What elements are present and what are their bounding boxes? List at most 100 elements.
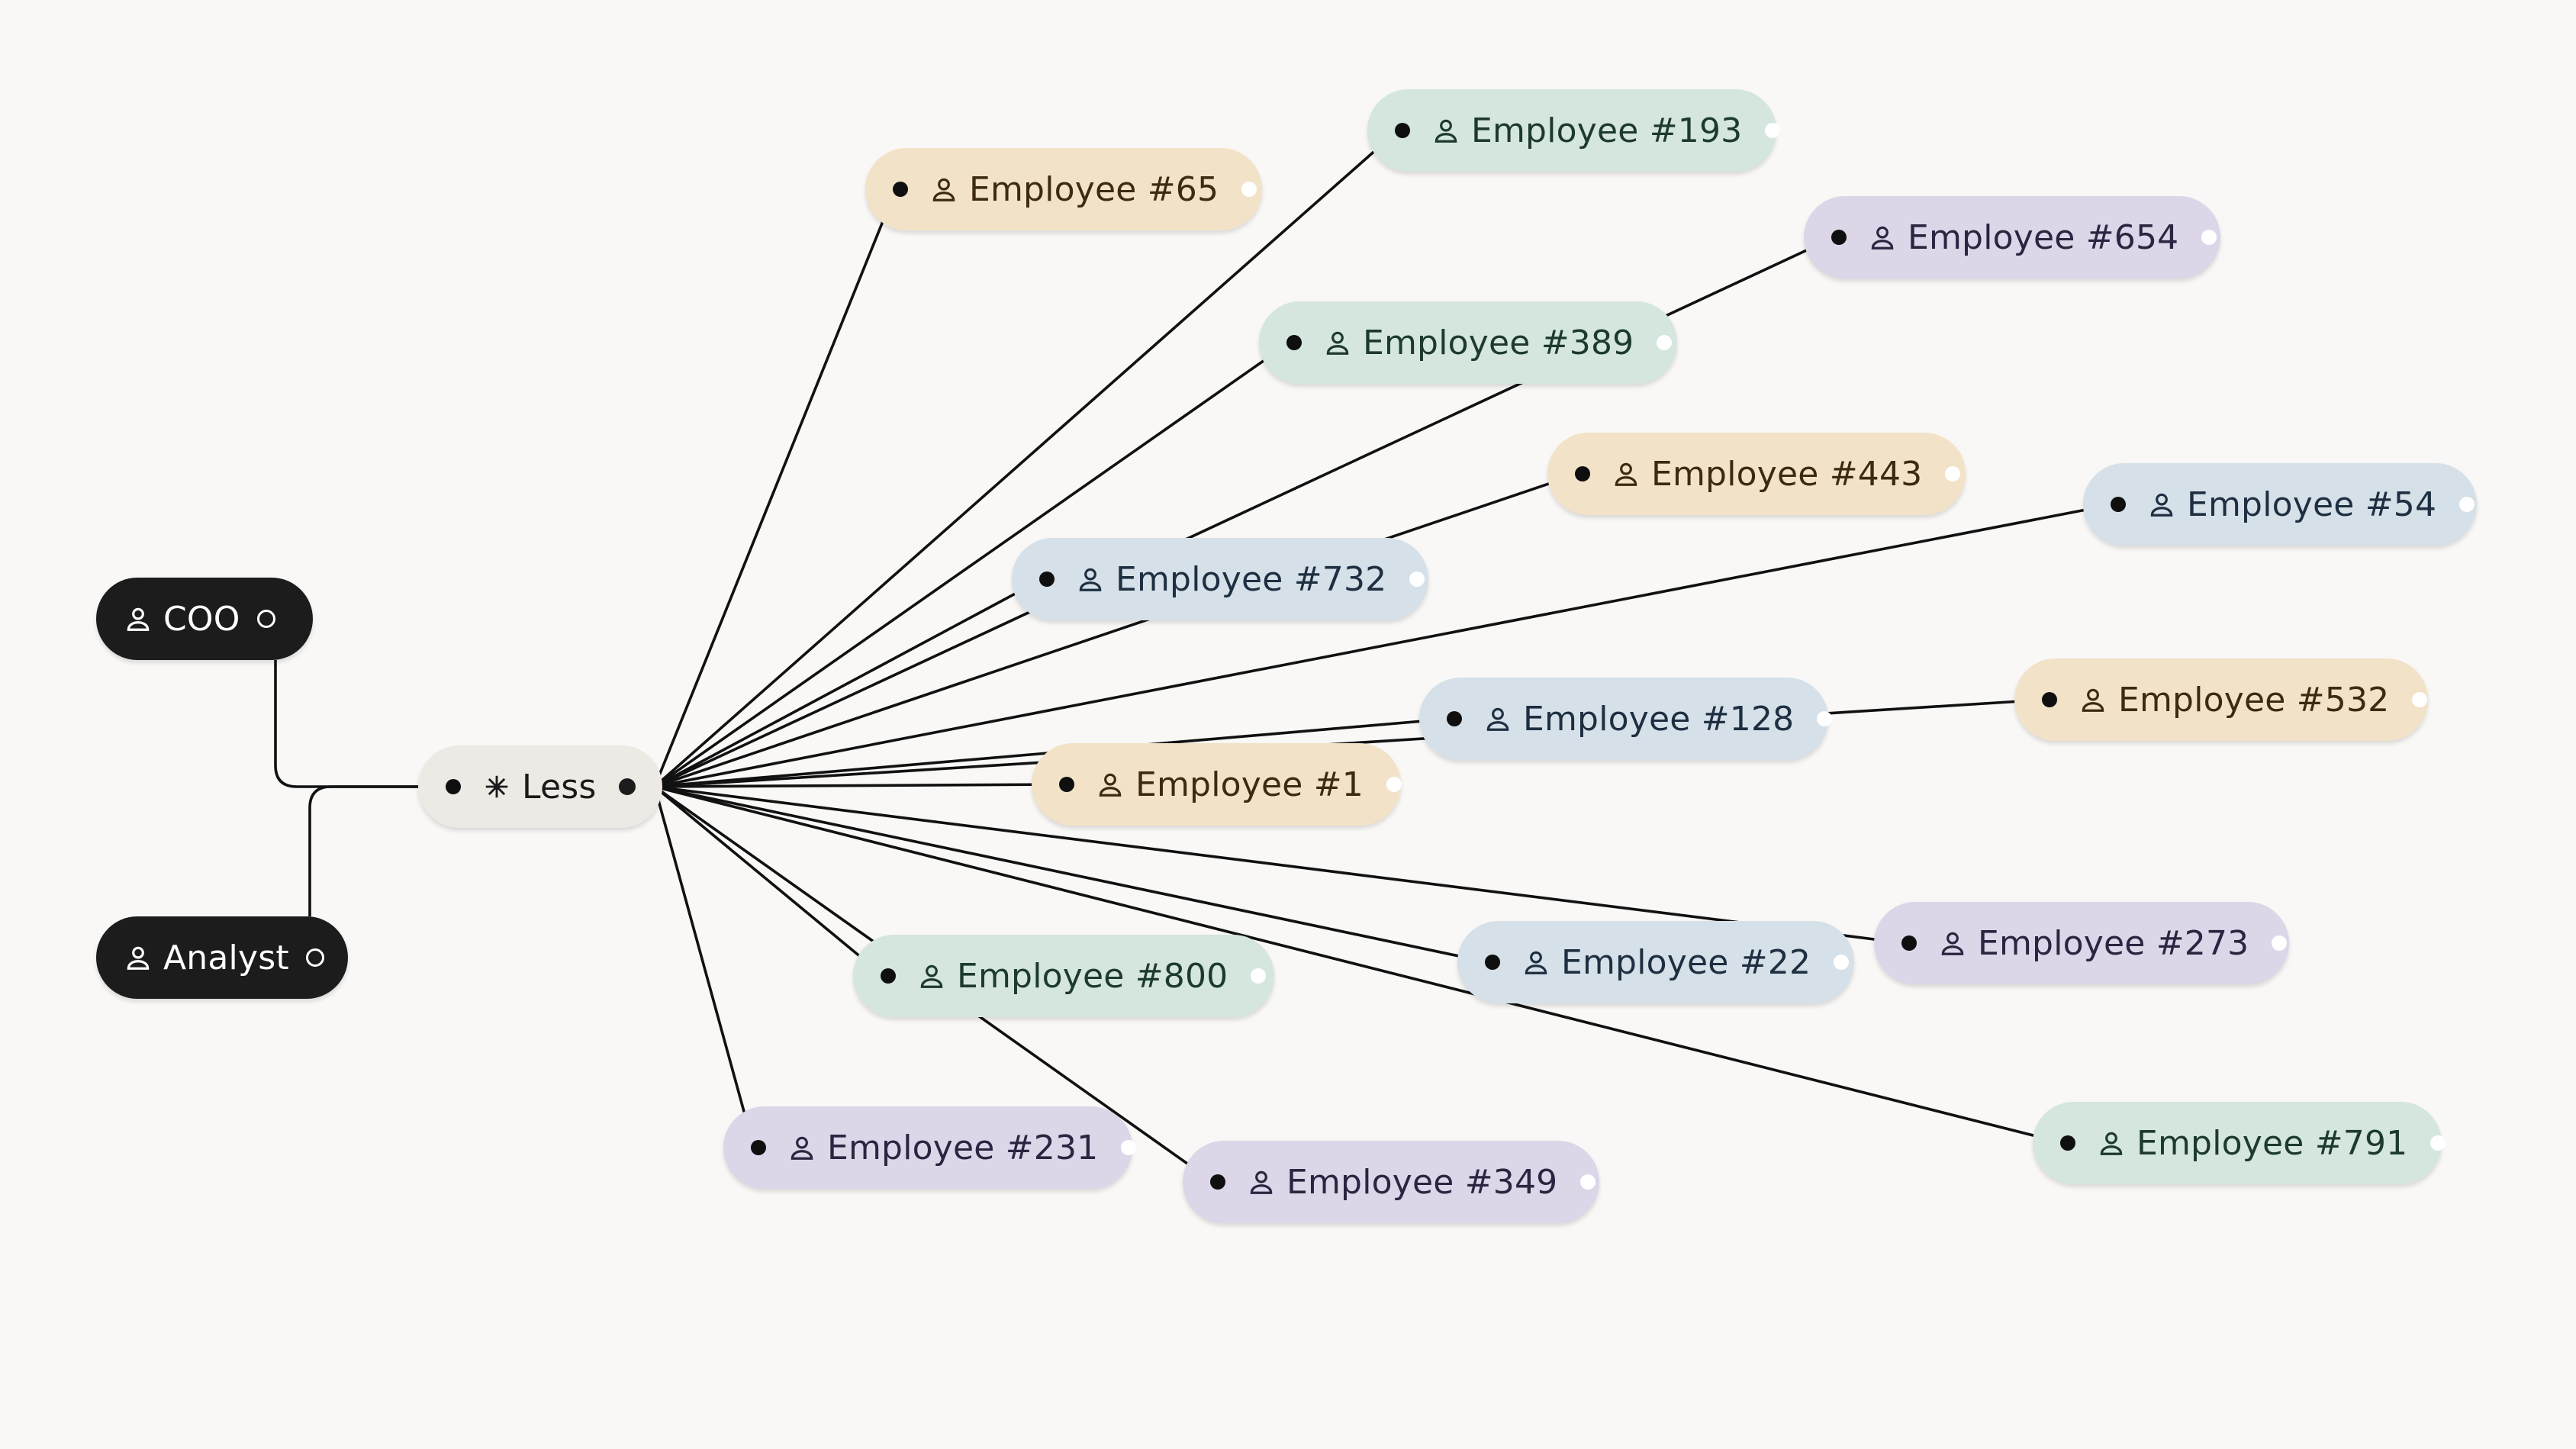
node-group-less[interactable]: Less bbox=[418, 745, 662, 828]
node-coo[interactable]: COO bbox=[96, 578, 313, 660]
edge-less-to-employee bbox=[654, 472, 1579, 788]
input-handle[interactable] bbox=[1831, 230, 1847, 245]
input-handle[interactable] bbox=[1039, 572, 1055, 587]
node-label: Employee #1 bbox=[1135, 765, 1364, 804]
input-handle[interactable] bbox=[446, 779, 461, 794]
node-employee[interactable]: Employee #654 bbox=[1804, 196, 2220, 279]
node-employee[interactable]: Employee #54 bbox=[2083, 463, 2477, 546]
node-label: Employee #128 bbox=[1523, 699, 1795, 739]
output-handle[interactable] bbox=[1834, 955, 1850, 970]
edge-less-to-employee bbox=[653, 129, 1399, 788]
node-employee[interactable]: Employee #349 bbox=[1183, 1141, 1599, 1223]
node-employee[interactable]: Employee #193 bbox=[1367, 89, 1781, 172]
user-icon bbox=[917, 961, 946, 990]
input-handle[interactable] bbox=[1286, 335, 1302, 350]
input-handle[interactable] bbox=[1395, 123, 1410, 138]
input-handle[interactable] bbox=[751, 1140, 766, 1155]
output-handle[interactable] bbox=[1657, 335, 1673, 350]
input-handle[interactable] bbox=[2060, 1135, 2075, 1151]
node-employee[interactable]: Employee #732 bbox=[1012, 538, 1428, 620]
node-employee[interactable]: Employee #800 bbox=[853, 935, 1274, 1017]
input-handle[interactable] bbox=[2042, 692, 2057, 707]
node-label: Employee #732 bbox=[1116, 559, 1387, 599]
input-handle[interactable] bbox=[1575, 466, 1590, 481]
output-handle[interactable] bbox=[1121, 1140, 1137, 1155]
node-employee[interactable]: Employee #532 bbox=[2014, 658, 2428, 741]
output-handle[interactable] bbox=[2412, 692, 2428, 707]
node-employee[interactable]: Employee #443 bbox=[1547, 433, 1966, 515]
node-label: Employee #532 bbox=[2118, 680, 2390, 720]
edge-less-to-employee bbox=[654, 578, 1043, 788]
output-handle[interactable] bbox=[1580, 1174, 1596, 1190]
node-label: COO bbox=[163, 599, 240, 639]
node-employee[interactable]: Employee #128 bbox=[1419, 678, 1833, 760]
user-icon bbox=[2079, 685, 2107, 714]
input-handle[interactable] bbox=[1447, 711, 1462, 726]
edge-less-to-employee bbox=[653, 188, 897, 787]
input-handle[interactable] bbox=[1210, 1174, 1225, 1190]
output-handle[interactable] bbox=[256, 610, 275, 628]
output-handle[interactable] bbox=[1386, 777, 1402, 792]
output-handle[interactable] bbox=[619, 778, 636, 795]
node-label: Employee #443 bbox=[1651, 454, 1923, 494]
node-label: Employee #389 bbox=[1363, 323, 1634, 362]
user-icon bbox=[1612, 459, 1641, 488]
output-handle[interactable] bbox=[1409, 572, 1425, 587]
input-handle[interactable] bbox=[893, 182, 908, 197]
node-employee[interactable]: Employee #65 bbox=[865, 148, 1262, 230]
node-employee[interactable]: Employee #231 bbox=[723, 1106, 1137, 1189]
node-label: Employee #791 bbox=[2136, 1123, 2408, 1163]
node-label: Employee #349 bbox=[1286, 1162, 1558, 1202]
edge-less-to-employee bbox=[653, 786, 755, 1148]
input-handle[interactable] bbox=[1059, 777, 1074, 792]
node-employee[interactable]: Employee #389 bbox=[1259, 301, 1677, 384]
edge-less-to-employee bbox=[653, 341, 1291, 788]
edge-less-to-employee bbox=[654, 503, 2114, 788]
input-handle[interactable] bbox=[881, 968, 896, 984]
user-icon bbox=[1868, 223, 1897, 252]
node-label: Employee #65 bbox=[969, 169, 1219, 209]
output-handle[interactable] bbox=[2430, 1135, 2446, 1151]
edge-coo-to-less bbox=[274, 660, 426, 788]
output-handle[interactable] bbox=[2272, 935, 2288, 951]
user-icon bbox=[1483, 704, 1512, 733]
output-handle[interactable] bbox=[1817, 711, 1833, 726]
node-label: Less bbox=[522, 767, 597, 807]
edge-less-to-employee bbox=[654, 785, 1489, 964]
node-label: Employee #193 bbox=[1471, 111, 1743, 150]
output-handle[interactable] bbox=[1251, 968, 1267, 984]
output-handle[interactable] bbox=[1241, 182, 1257, 197]
edge-less-to-employee bbox=[654, 783, 1063, 788]
edge-less-to-employee bbox=[654, 785, 2064, 1145]
user-icon bbox=[787, 1133, 816, 1162]
node-employee[interactable]: Employee #22 bbox=[1457, 921, 1854, 1003]
input-handle[interactable] bbox=[1485, 955, 1500, 970]
input-handle[interactable] bbox=[1901, 935, 1917, 951]
node-label: Employee #22 bbox=[1561, 942, 1811, 982]
node-label: Employee #654 bbox=[1908, 217, 2179, 257]
user-icon bbox=[124, 943, 153, 972]
node-label: Employee #231 bbox=[827, 1128, 1099, 1167]
node-label: Employee #54 bbox=[2187, 485, 2437, 524]
output-handle[interactable] bbox=[2201, 230, 2217, 245]
output-handle[interactable] bbox=[305, 948, 324, 967]
node-employee[interactable]: Employee #791 bbox=[2033, 1102, 2446, 1184]
edge-less-to-employee bbox=[653, 785, 885, 977]
node-employee[interactable]: Employee #273 bbox=[1874, 902, 2289, 984]
output-handle[interactable] bbox=[1765, 123, 1781, 138]
input-handle[interactable] bbox=[2111, 497, 2126, 512]
edge-less-to-employee bbox=[654, 785, 1905, 945]
output-handle[interactable] bbox=[2459, 497, 2475, 512]
user-icon bbox=[1096, 770, 1125, 799]
user-icon bbox=[1521, 948, 1550, 977]
node-analyst[interactable]: Analyst bbox=[96, 916, 348, 999]
user-icon bbox=[1938, 929, 1967, 958]
asterisk-icon bbox=[482, 772, 511, 801]
user-icon bbox=[124, 604, 153, 633]
user-icon bbox=[1323, 328, 1352, 357]
output-handle[interactable] bbox=[1945, 466, 1961, 481]
node-employee[interactable]: Employee #1 bbox=[1032, 743, 1402, 826]
user-icon bbox=[2147, 490, 2176, 519]
